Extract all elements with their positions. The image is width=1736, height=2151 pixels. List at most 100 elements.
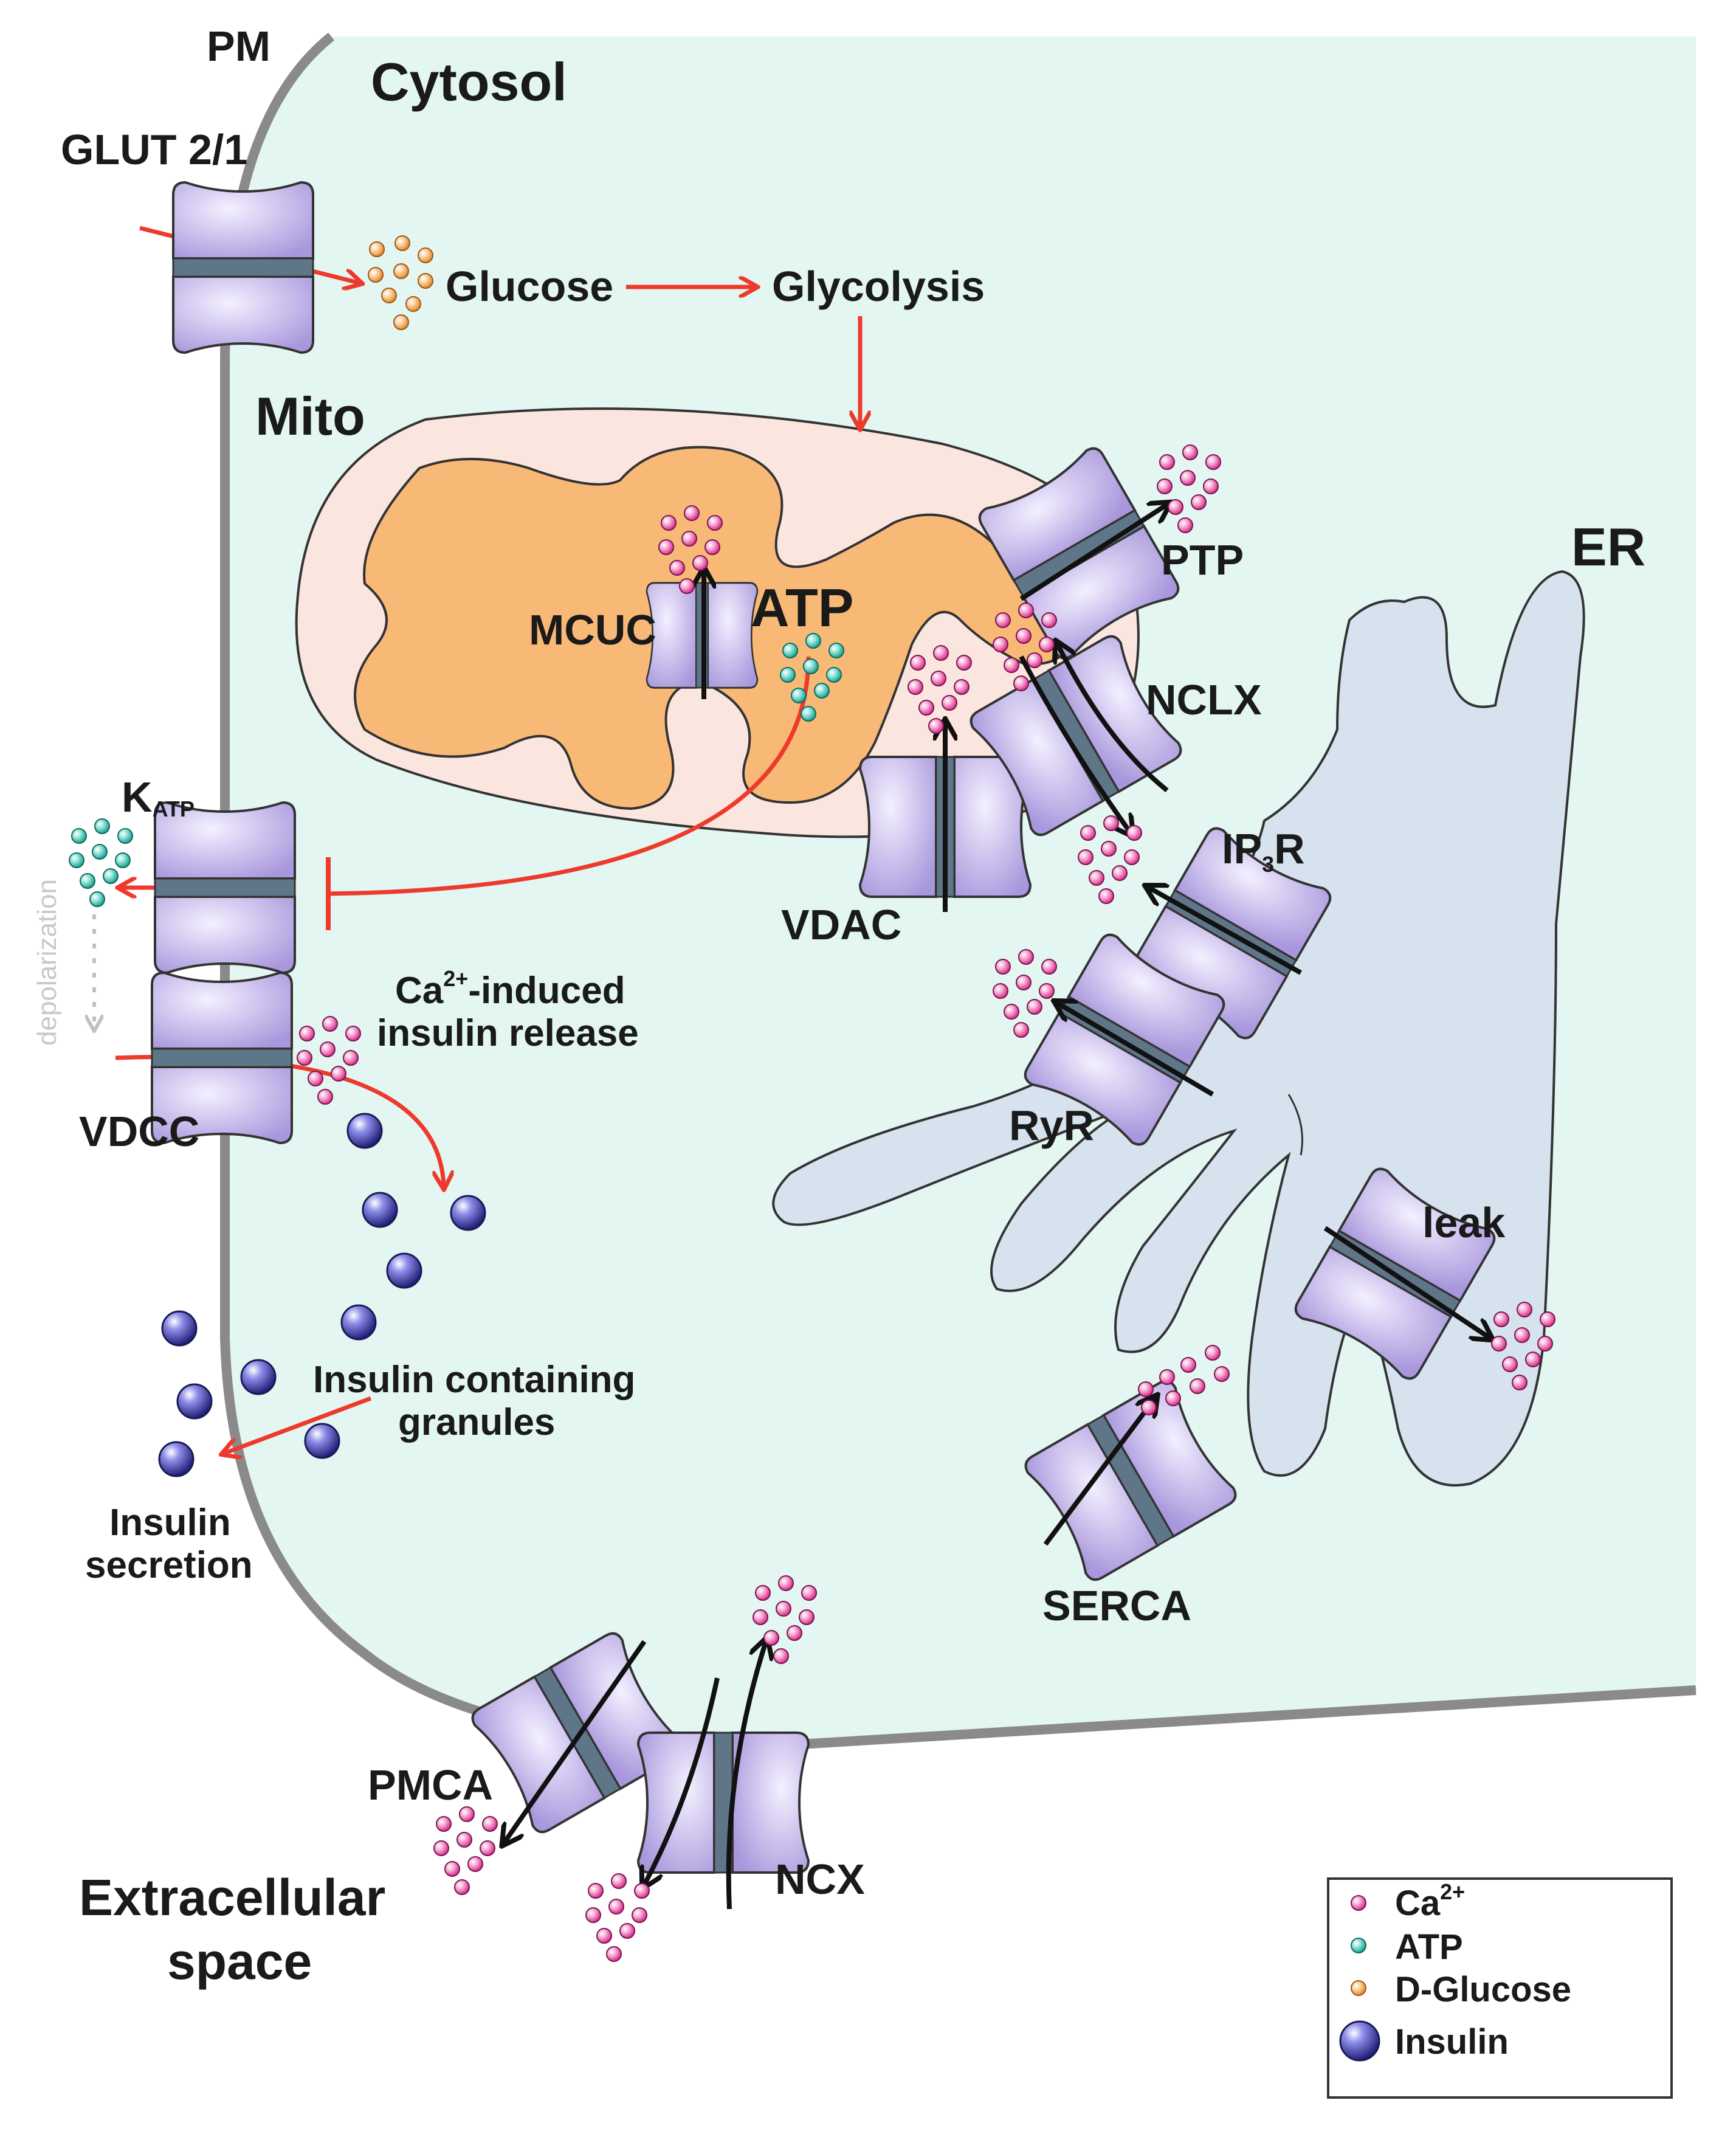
calcium-ion	[679, 578, 695, 594]
mcuc-label: MCUC	[529, 606, 656, 654]
calcium-ion	[995, 612, 1011, 628]
glucose-molecule	[405, 296, 421, 312]
calcium-ion	[345, 1026, 361, 1041]
calcium-ion	[482, 1816, 498, 1832]
calcium-ion	[776, 1601, 791, 1617]
atp-molecule	[80, 873, 95, 889]
calcium-ion	[436, 1816, 452, 1832]
cytosol-label: Cytosol	[371, 52, 567, 112]
calcium-ion	[1491, 1336, 1507, 1352]
ncx-channel	[637, 1732, 810, 1874]
calcium-ion	[1016, 628, 1032, 644]
calcium-cluster-ncx	[753, 1575, 817, 1664]
calcium-ion	[480, 1840, 495, 1856]
ip3r-r: R	[1274, 825, 1305, 872]
calcium-ion	[1525, 1352, 1541, 1367]
calcium-ion	[661, 515, 677, 531]
insulin-granule	[340, 1304, 377, 1341]
calcium-ion	[1502, 1356, 1518, 1372]
calcium-ion	[1537, 1336, 1553, 1352]
calcium-ion	[1041, 612, 1057, 628]
ptp-flux-arrow	[1019, 505, 1167, 601]
katp-main: K	[122, 773, 153, 821]
insulin-granule	[161, 1310, 198, 1347]
atp-molecule	[782, 643, 798, 658]
calcium-ion	[669, 560, 685, 576]
glycolysis-label: Glycolysis	[772, 263, 985, 310]
calcium-ion	[1512, 1375, 1528, 1390]
atp-label: ATP	[751, 578, 853, 638]
pmca-label: PMCA	[368, 1761, 493, 1809]
serca-flux-arrow	[1043, 1398, 1155, 1546]
glucose-molecule	[418, 247, 433, 263]
atp-molecule	[801, 706, 816, 722]
insulin-granule	[362, 1192, 398, 1228]
calcium-ion	[993, 983, 1008, 999]
calcium-ion	[778, 1575, 794, 1591]
calcium-ion	[1126, 825, 1142, 841]
ca-release-sup: 2+	[443, 966, 468, 991]
calcium-ion	[1177, 517, 1193, 533]
glucose-molecule	[394, 235, 410, 251]
legend-glucose-swatch	[1351, 1980, 1366, 1996]
insulin-granule	[176, 1383, 213, 1420]
atp-molecule	[791, 688, 807, 703]
legend-ca-swatch	[1351, 1895, 1366, 1911]
atp-cluster-matrix	[780, 633, 844, 722]
atp-molecule	[89, 891, 105, 907]
calcium-ion	[588, 1883, 604, 1899]
atp-molecule	[69, 852, 84, 868]
mito-label: Mito	[255, 386, 365, 446]
calcium-ion	[1027, 652, 1042, 668]
atp-cluster-katp	[69, 818, 133, 907]
legend-glucose-label: D-Glucose	[1395, 1970, 1571, 2009]
pm-label: PM	[207, 22, 270, 70]
ip3r-ip: IP	[1222, 825, 1262, 872]
calcium-cluster-ncx-out	[585, 1873, 650, 1962]
ptp-label: PTP	[1161, 536, 1244, 584]
calcium-ion	[433, 1840, 449, 1856]
nclx-in-arrow	[1058, 644, 1169, 793]
nclx-label: NCLX	[1146, 676, 1262, 723]
pmca-flux-arrow	[505, 1640, 647, 1842]
glucose-molecule	[418, 273, 433, 289]
calcium-cluster-vdcc	[297, 1016, 361, 1105]
calcium-ion	[801, 1585, 817, 1601]
calcium-ion	[908, 679, 923, 695]
labels: PM Cytosol GLUT 2/1 Glucose Glycolysis M…	[32, 22, 1645, 1990]
calcium-ion	[632, 1907, 647, 1923]
calcium-ion	[1089, 870, 1104, 886]
calcium-ion	[1078, 849, 1094, 865]
calcium-ion	[1168, 499, 1183, 515]
atp-molecule	[780, 667, 796, 683]
atp-molecule	[117, 828, 133, 844]
calcium-ion	[1041, 959, 1057, 975]
calcium-ion	[658, 539, 674, 555]
calcium-ion	[322, 1016, 338, 1032]
calcium-ion	[308, 1071, 323, 1086]
calcium-ion	[684, 505, 700, 521]
calcium-ion	[297, 1050, 312, 1066]
calcium-ion	[454, 1879, 470, 1895]
calcium-ion	[1165, 1390, 1181, 1406]
calcium-ion	[343, 1050, 359, 1066]
katp-sub: ATP	[153, 796, 195, 821]
leak-label: leak	[1422, 1199, 1505, 1246]
glucose-molecule	[368, 267, 384, 283]
glucose-molecule	[393, 314, 409, 330]
atp-molecule	[803, 658, 819, 674]
er-inner-fold	[1287, 1094, 1303, 1156]
calcium-ion	[634, 1883, 650, 1899]
calcium-ion	[1159, 454, 1175, 470]
glucose-cluster-cytosol	[368, 235, 433, 330]
ncx-label: NCX	[775, 1856, 865, 1903]
calcium-cluster-ptp	[1157, 444, 1221, 533]
calcium-ion	[1182, 444, 1198, 460]
calcium-ion	[1027, 999, 1042, 1015]
legend-atp-label: ATP	[1395, 1927, 1463, 1967]
secretion-label-line2: secretion	[85, 1544, 253, 1586]
calcium-ion	[1191, 494, 1207, 510]
granule-secretion-arrow	[225, 1396, 372, 1453]
insulin-granule	[450, 1195, 486, 1231]
